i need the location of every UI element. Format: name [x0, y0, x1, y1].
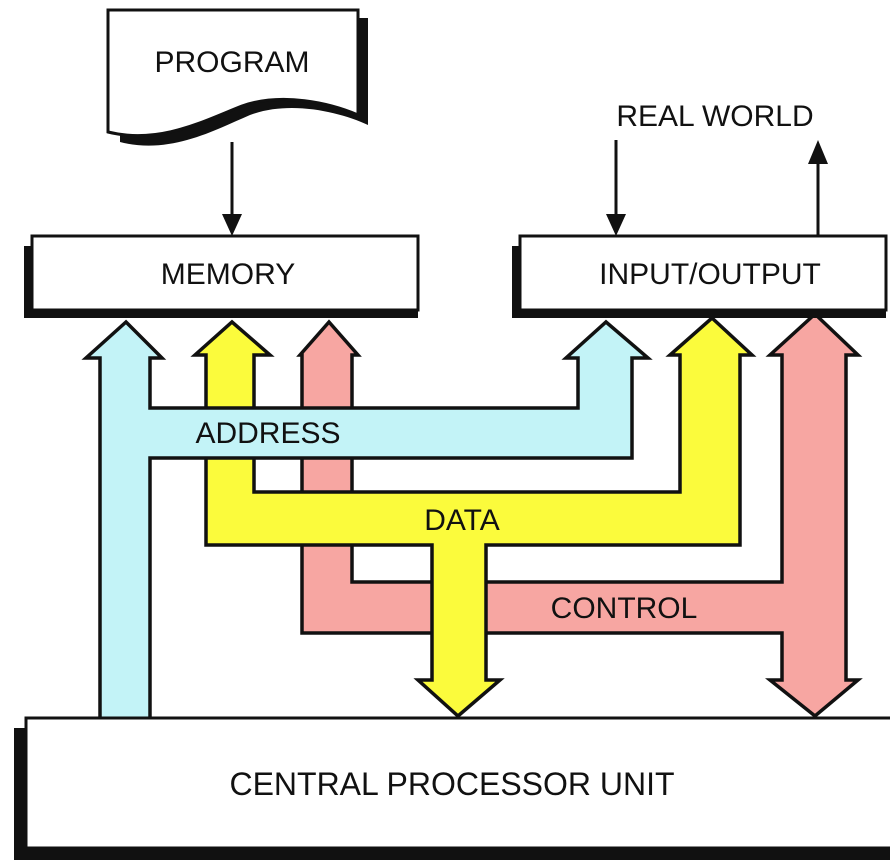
data-bus-label: DATA: [424, 504, 500, 537]
input-output-box: INPUT/OUTPUT: [512, 234, 888, 318]
program-label: PROGRAM: [154, 46, 309, 79]
real-world-label: REAL WORLD: [616, 100, 813, 133]
real-world-input-arrow: [606, 140, 626, 236]
real-world-output-arrow: [808, 140, 828, 236]
memory-box: MEMORY: [24, 234, 420, 318]
program-to-memory-arrow: [222, 142, 242, 236]
memory-label: MEMORY: [161, 258, 295, 291]
input-output-label: INPUT/OUTPUT: [599, 258, 821, 291]
program-document: PROGRAM: [106, 8, 368, 146]
data-bus: [190, 315, 757, 719]
cpu-box: CENTRAL PROCESSOR UNIT: [14, 716, 890, 860]
control-bus-label: CONTROL: [551, 592, 698, 625]
address-bus-label: ADDRESS: [195, 417, 340, 450]
address-bus: [81, 319, 653, 724]
cpu-label: CENTRAL PROCESSOR UNIT: [229, 766, 674, 802]
